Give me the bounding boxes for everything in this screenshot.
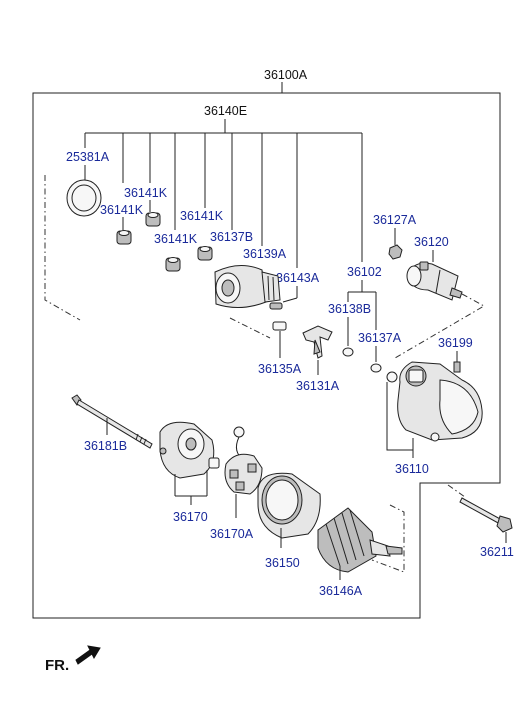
label-36100A[interactable]: 36100A xyxy=(264,68,308,82)
label-36140E[interactable]: 36140E xyxy=(204,104,247,118)
solenoid xyxy=(406,261,463,301)
lever-washer xyxy=(272,321,287,331)
overrunning-clutch xyxy=(214,265,281,308)
label-36141K-3[interactable]: 36141K xyxy=(180,209,224,223)
label-36137B[interactable]: 36137B xyxy=(210,230,253,244)
roller-3 xyxy=(165,257,181,272)
drive-lever xyxy=(302,325,333,359)
label-36110[interactable]: 36110 xyxy=(395,462,429,476)
label-36141K-2[interactable]: 36141K xyxy=(100,203,144,217)
label-36131A[interactable]: 36131A xyxy=(296,379,340,393)
label-36102[interactable]: 36102 xyxy=(347,265,382,279)
screw xyxy=(453,361,461,373)
through-bolt xyxy=(71,394,153,449)
label-36141K-1[interactable]: 36141K xyxy=(124,186,168,200)
label-36143A[interactable]: 36143A xyxy=(276,271,320,285)
label-36135A[interactable]: 36135A xyxy=(258,362,302,376)
assembly-boundary xyxy=(32,92,501,619)
retainer-pin xyxy=(269,302,283,310)
label-36170[interactable]: 36170 xyxy=(173,510,208,524)
label-36127A[interactable]: 36127A xyxy=(373,213,417,227)
label-25381A[interactable]: 25381A xyxy=(66,150,110,164)
label-36146A[interactable]: 36146A xyxy=(319,584,363,598)
front-direction-indicator: FR. xyxy=(45,645,101,674)
label-36170A[interactable]: 36170A xyxy=(210,527,254,541)
label-36211[interactable]: 36211 xyxy=(480,545,514,559)
label-36141K-4[interactable]: 36141K xyxy=(154,232,198,246)
roller-2 xyxy=(145,212,161,227)
housing-plug xyxy=(386,371,398,383)
end-frame-bushing xyxy=(208,457,220,469)
label-36138B[interactable]: 36138B xyxy=(328,302,371,316)
label-36137A[interactable]: 36137A xyxy=(358,331,402,345)
label-36199[interactable]: 36199 xyxy=(438,336,473,350)
brush-holder xyxy=(224,426,263,495)
label-fr: FR. xyxy=(45,657,69,674)
mounting-bolt xyxy=(459,497,513,533)
arrow-icon xyxy=(75,645,101,665)
clip-ring xyxy=(370,363,382,373)
label-36120[interactable]: 36120 xyxy=(414,235,449,249)
drive-housing xyxy=(397,361,483,442)
nut xyxy=(388,244,403,260)
label-36139A[interactable]: 36139A xyxy=(243,247,287,261)
label-36181B[interactable]: 36181B xyxy=(84,439,127,453)
label-36150[interactable]: 36150 xyxy=(265,556,300,570)
roller-4 xyxy=(197,246,213,261)
yoke xyxy=(257,472,321,539)
end-frame xyxy=(159,421,215,479)
roller-1 xyxy=(116,230,132,245)
armature xyxy=(317,507,403,573)
spring-ring xyxy=(342,347,354,357)
